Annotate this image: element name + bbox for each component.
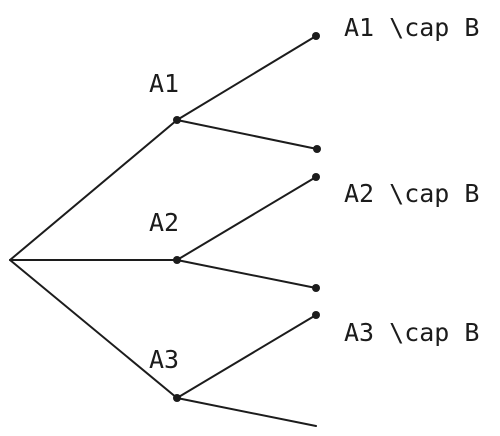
edge-root-a3 — [9, 259, 178, 399]
leaf-a3-b — [312, 311, 320, 319]
edge-a1-b — [176, 35, 317, 121]
leaf-a1-b — [312, 32, 320, 40]
edge-a2-not-b — [176, 259, 317, 289]
leaf-a1-not-b — [313, 145, 321, 153]
outcome-label-a1-b: A1 \cap B — [344, 13, 479, 42]
outcome-label-a3-b: A3 \cap B — [344, 318, 479, 347]
leaf-a2-b — [312, 173, 320, 181]
branch-label-a2: A2 — [149, 208, 179, 237]
edge-a3-not-b — [176, 397, 317, 427]
node-a3 — [173, 394, 181, 402]
edge-a2-b — [176, 176, 317, 261]
edge-a1-not-b — [176, 119, 318, 150]
branch-label-a1: A1 — [149, 69, 179, 98]
node-a1 — [173, 116, 181, 124]
outcome-label-a2-b: A2 \cap B — [344, 179, 479, 208]
leaf-a2-not-b — [312, 284, 320, 292]
edge-root-a1 — [9, 119, 178, 261]
edge-a3-b — [176, 314, 317, 399]
branch-label-a3: A3 — [149, 345, 179, 374]
node-a2 — [173, 256, 181, 264]
